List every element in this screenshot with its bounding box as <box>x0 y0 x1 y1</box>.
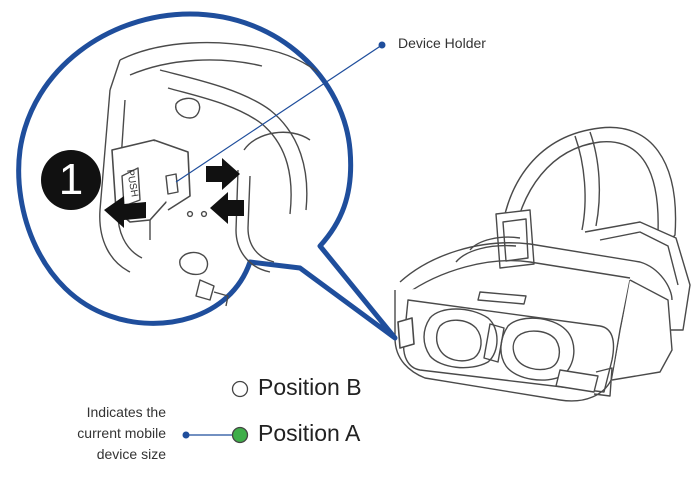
position-b-marker <box>231 380 249 398</box>
position-a-label: Position A <box>258 420 361 446</box>
position-b-label: Position B <box>258 374 362 400</box>
push-text: PUSH <box>124 169 140 198</box>
device-holder-callout <box>175 41 386 183</box>
position-a-marker <box>231 426 249 444</box>
vr-headset <box>394 126 691 402</box>
size-note-connector <box>182 431 232 439</box>
size-note-line: Indicates the <box>86 404 166 420</box>
right-arrow-upper <box>206 158 240 190</box>
push-arrow <box>104 196 146 228</box>
left-arrow-lower <box>210 192 244 224</box>
size-note-line: device size <box>96 446 166 462</box>
size-note-line: current mobile <box>77 425 166 441</box>
step-number-badge <box>41 150 101 210</box>
device-holder-label: Device Holder <box>398 35 486 51</box>
step-number: 1 <box>58 155 84 204</box>
size-note: Indicates the current mobile device size <box>20 402 166 465</box>
